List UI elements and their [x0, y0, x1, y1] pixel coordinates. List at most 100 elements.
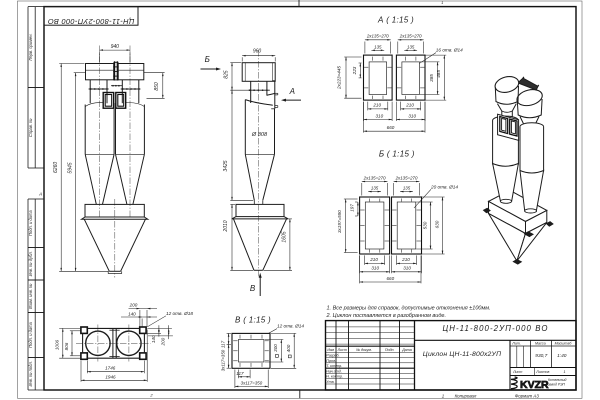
svg-text:2010: 2010: [223, 220, 229, 232]
svg-text:Масштаб: Масштаб: [555, 342, 573, 346]
svg-text:223: 223: [352, 66, 357, 75]
svg-text:3x197=590: 3x197=590: [337, 210, 342, 233]
svg-text:530: 530: [422, 221, 427, 229]
svg-text:Копировал: Копировал: [455, 393, 477, 398]
svg-text:Инв. № подл.: Инв. № подл.: [28, 361, 33, 386]
svg-text:2x135=270: 2x135=270: [399, 34, 422, 39]
svg-text:310: 310: [375, 113, 383, 118]
svg-text:825: 825: [224, 70, 230, 79]
svg-text:А ( 1:15 ): А ( 1:15 ): [377, 16, 414, 25]
svg-text:2x135=270: 2x135=270: [395, 175, 418, 180]
svg-text:Изм: Изм: [327, 348, 334, 352]
svg-text:117: 117: [220, 340, 225, 348]
svg-text:Котельный: Котельный: [548, 378, 567, 382]
svg-text:Формат А3: Формат А3: [515, 393, 540, 398]
svg-text:210: 210: [372, 103, 381, 108]
svg-text:117: 117: [236, 371, 244, 376]
svg-text:Разраб.: Разраб.: [326, 354, 339, 358]
svg-text:135: 135: [407, 44, 415, 49]
svg-text:В ( 1:15 ): В ( 1:15 ): [235, 316, 271, 325]
svg-text:210: 210: [401, 257, 410, 262]
svg-text:630: 630: [434, 220, 439, 228]
svg-text:3x117=350: 3x117=350: [241, 381, 263, 386]
svg-text:300: 300: [273, 344, 278, 352]
svg-text:135: 135: [374, 44, 382, 49]
svg-text:5945: 5945: [68, 162, 74, 173]
svg-text:200: 200: [160, 337, 165, 346]
svg-text:3425: 3425: [223, 160, 229, 171]
svg-text:Б: Б: [205, 55, 210, 64]
svg-text:Взам. инв. №: Взам. инв. №: [28, 283, 33, 309]
svg-text:2: 2: [149, 393, 153, 398]
svg-text:ЦН-11-800-2УП-000 ВО: ЦН-11-800-2УП-000 ВО: [442, 324, 548, 333]
svg-text:2x223=445: 2x223=445: [336, 66, 341, 90]
svg-text:2. Циклон поставляется в р: 2. Циклон поставляется в разобранном вид…: [326, 313, 447, 319]
svg-text:Нач.отд.: Нач.отд.: [326, 369, 342, 373]
svg-text:ЦН-11-800-2УП-000 ВО: ЦН-11-800-2УП-000 ВО: [48, 17, 135, 26]
svg-text:Т. контр.: Т. контр.: [326, 364, 342, 368]
svg-text:1006: 1006: [55, 339, 60, 350]
svg-text:140: 140: [151, 335, 156, 343]
svg-text:12 отв. Ø18: 12 отв. Ø18: [166, 311, 193, 316]
svg-text:850: 850: [154, 82, 160, 91]
svg-text:Справ. №: Справ. №: [28, 118, 33, 137]
svg-text:Дата: Дата: [401, 348, 411, 352]
svg-text:2x135=270: 2x135=270: [366, 34, 389, 39]
svg-text:197: 197: [350, 204, 355, 212]
svg-text:310: 310: [371, 266, 379, 271]
svg-text:960: 960: [253, 49, 262, 55]
svg-text:Масса: Масса: [535, 342, 546, 346]
svg-text:Циклон ЦН-11-800х2УП: Циклон ЦН-11-800х2УП: [423, 351, 501, 358]
svg-text:Лист: Лист: [337, 348, 347, 352]
svg-text:1: 1: [564, 370, 566, 374]
svg-text:16 отв. Ø14: 16 отв. Ø14: [436, 48, 463, 53]
svg-text:Подп. и дата: Подп. и дата: [28, 321, 33, 347]
svg-text:Подп.: Подп.: [385, 348, 395, 352]
svg-text:Инв. № дубл.: Инв. № дубл.: [28, 251, 33, 276]
svg-text:930,7: 930,7: [535, 353, 547, 359]
svg-text:3x117=350: 3x117=350: [220, 349, 225, 371]
svg-text:806: 806: [64, 342, 69, 350]
svg-text:210: 210: [369, 257, 378, 262]
svg-text:660: 660: [386, 276, 394, 281]
svg-text:310: 310: [403, 266, 411, 271]
svg-text:Перв. примен.: Перв. примен.: [28, 33, 33, 60]
svg-text:200: 200: [129, 302, 138, 307]
svg-text:210: 210: [405, 103, 414, 108]
svg-text:20 отв. Ø14: 20 отв. Ø14: [430, 184, 458, 189]
svg-text:1605: 1605: [281, 231, 287, 242]
svg-text:400: 400: [286, 344, 291, 352]
svg-text:135: 135: [403, 186, 411, 191]
svg-text:12 отв. Ø14: 12 отв. Ø14: [277, 324, 304, 329]
svg-text:1: 1: [442, 393, 445, 398]
svg-text:2x135=270: 2x135=270: [363, 175, 386, 180]
svg-text:А: А: [289, 87, 295, 96]
svg-text:Н. контр.: Н. контр.: [326, 375, 343, 379]
svg-text:№ докум.: № докум.: [356, 348, 372, 352]
svg-text:385: 385: [429, 74, 434, 82]
svg-text:1. Все размеры для справок: 1. Все размеры для справок, допустимые о…: [327, 305, 491, 311]
svg-text:А: А: [38, 191, 42, 196]
svg-text:В: В: [250, 284, 256, 293]
svg-text:135: 135: [371, 186, 379, 191]
svg-text:485: 485: [436, 70, 441, 78]
svg-text:140: 140: [128, 311, 136, 316]
svg-text:Лист: Лист: [512, 370, 522, 374]
svg-text:1:40: 1:40: [557, 353, 567, 359]
svg-text:1946: 1946: [105, 374, 116, 379]
svg-text:940: 940: [111, 44, 120, 50]
svg-text:1: 1: [441, 0, 443, 5]
svg-text:Ø 808: Ø 808: [251, 132, 268, 138]
svg-text:Б ( 1:15 ): Б ( 1:15 ): [379, 150, 415, 159]
svg-text:Подп. и дата: Подп. и дата: [28, 210, 33, 236]
svg-text:KVZR: KVZR: [520, 379, 549, 391]
svg-text:завод РЭП: завод РЭП: [547, 383, 565, 387]
svg-text:6260: 6260: [53, 162, 59, 173]
svg-text:Пров.: Пров.: [326, 359, 336, 363]
svg-text:310: 310: [408, 113, 416, 118]
svg-text:660: 660: [387, 125, 395, 130]
svg-text:Лит.: Лит.: [511, 342, 520, 346]
svg-text:Утв.: Утв.: [326, 380, 334, 384]
svg-text:1746: 1746: [105, 366, 116, 371]
svg-text:Листов: Листов: [535, 370, 549, 374]
